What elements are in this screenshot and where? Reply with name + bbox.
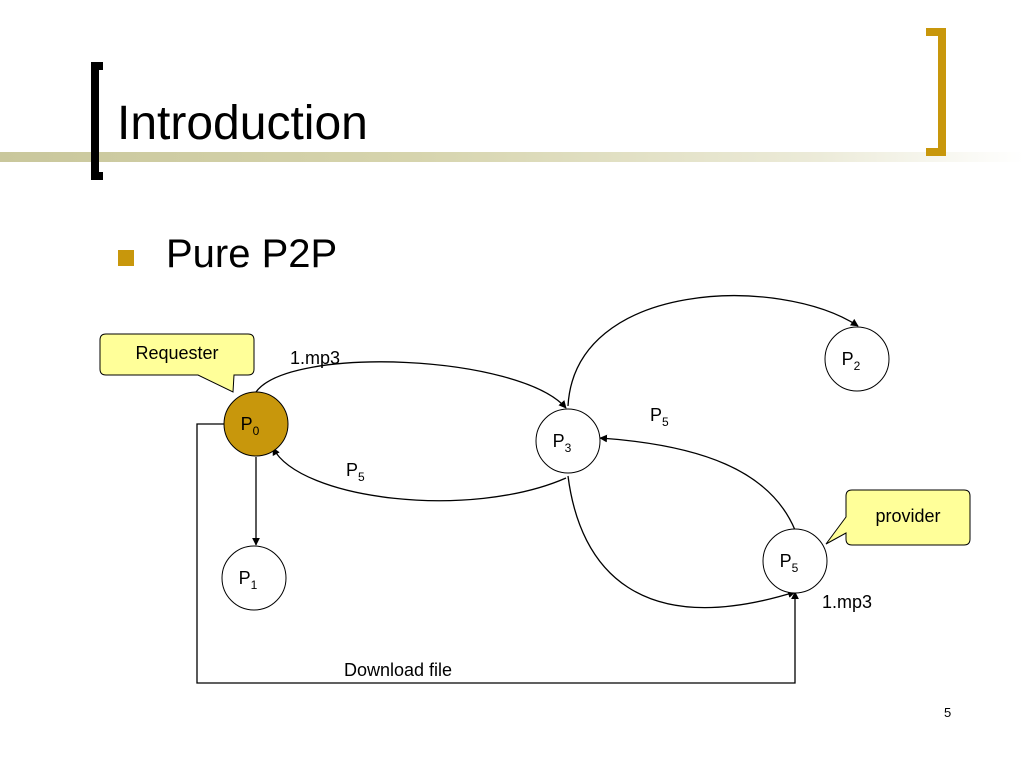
edge-label-query-p0-p3: 1.mp3	[290, 348, 340, 368]
bullet-text: Pure P2P	[166, 232, 338, 276]
edge-p3-to-p5	[567, 475, 796, 609]
edge-label-query-p3-p5: 1.mp3	[822, 592, 872, 612]
node-p0-label: P	[241, 414, 253, 434]
node-p5: P5	[762, 528, 828, 594]
svg-text:P2: P2	[842, 349, 861, 373]
node-p2-subscript: 2	[854, 359, 861, 373]
edge-label-reply-p5-p3-main: P	[650, 405, 662, 425]
node-p0: P0	[223, 391, 289, 457]
node-p1-subscript: 1	[251, 578, 258, 592]
svg-text:P3: P3	[553, 431, 572, 455]
edge-p3-to-p2	[567, 295, 859, 407]
node-p3-subscript: 3	[565, 441, 572, 455]
edge-label-reply-p3-p0-main: P	[346, 460, 358, 480]
node-p1-label: P	[239, 568, 251, 588]
edge-label-reply-p5-p3: P5	[650, 405, 669, 429]
edge-label-reply-p3-p0: P5	[346, 460, 365, 484]
svg-text:P1: P1	[239, 568, 258, 592]
node-p3-label: P	[553, 431, 565, 451]
edge-p5-to-p3	[599, 434, 796, 531]
node-p0-subscript: 0	[253, 424, 260, 438]
requester-callout-text: Requester	[135, 343, 218, 363]
slide-title: Introduction	[117, 97, 368, 150]
right-bracket-decoration	[926, 28, 946, 156]
left-bracket-decoration	[91, 62, 103, 180]
node-p3: P3	[535, 408, 601, 474]
node-p1: P1	[221, 545, 287, 611]
bullet-square-icon	[118, 250, 134, 266]
svg-text:P0: P0	[241, 414, 260, 438]
edge-label-reply-p3-p0-sub: 5	[358, 470, 365, 484]
node-p2-label: P	[842, 349, 854, 369]
node-p5-label: P	[780, 551, 792, 571]
node-p5-subscript: 5	[792, 561, 799, 575]
provider-callout	[825, 489, 971, 546]
page-number: 5	[944, 705, 952, 720]
requester-callout	[99, 333, 255, 393]
edge-download-file	[196, 423, 799, 684]
title-underline-bar	[0, 152, 1024, 162]
node-p2: P2	[824, 326, 890, 392]
edge-label-reply-p5-p3-sub: 5	[662, 415, 669, 429]
edge-label-download-file: Download file	[344, 660, 452, 680]
svg-text:P5: P5	[780, 551, 799, 575]
provider-callout-text: provider	[875, 506, 940, 526]
edge-p0-to-p3	[255, 361, 567, 409]
edge-p3-to-p0	[272, 447, 567, 502]
